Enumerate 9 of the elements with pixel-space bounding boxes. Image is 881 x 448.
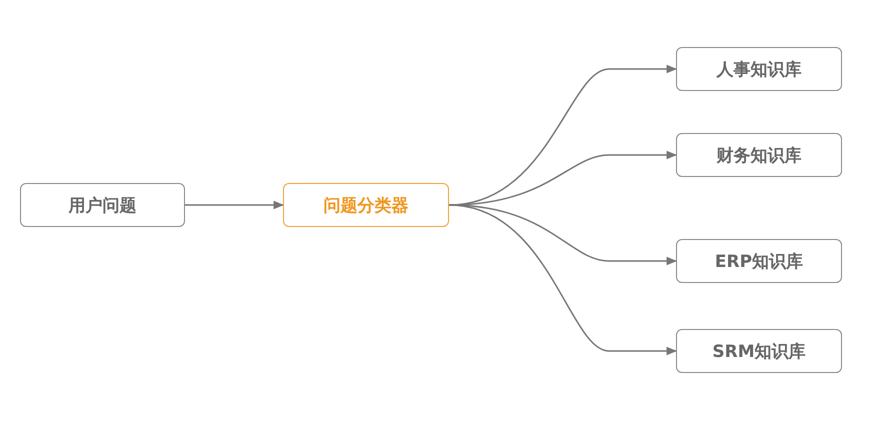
arrow xyxy=(448,150,678,206)
arrow xyxy=(448,204,678,356)
arrow xyxy=(185,200,284,210)
classifier-box: 问题分类器 xyxy=(283,183,449,227)
knowledge-base-box: 财务知识库 xyxy=(676,133,842,177)
input-box: 用户问题 xyxy=(20,183,185,227)
knowledge-base-box: SRM知识库 xyxy=(676,329,842,373)
knowledge-base-box: 人事知识库 xyxy=(676,47,842,91)
knowledge-base-box: ERP知识库 xyxy=(676,239,842,283)
